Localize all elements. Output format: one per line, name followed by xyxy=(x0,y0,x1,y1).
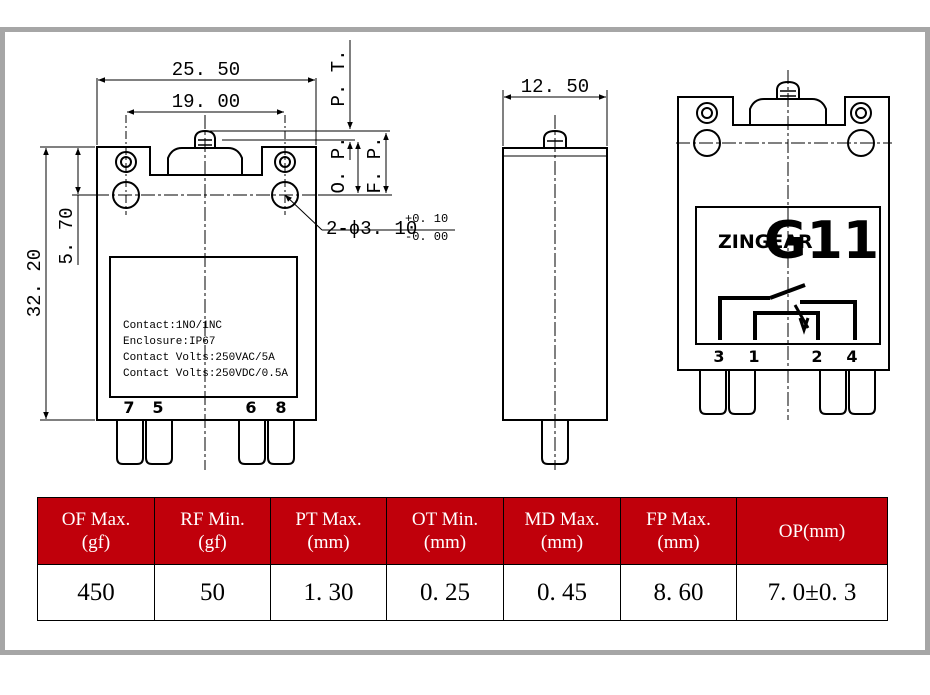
value-ot-min: 0. 25 xyxy=(386,564,504,621)
value-md-max: 0. 45 xyxy=(503,564,621,621)
front-pin-label: 6 xyxy=(245,398,256,417)
header-op: OP(mm) xyxy=(736,497,888,565)
logo-brand: ZINGEAR xyxy=(718,231,813,253)
spec-value-row: 450 50 1. 30 0. 25 0. 45 8. 60 7. 0±0. 3 xyxy=(37,564,888,621)
spec-header-row: OF Max.(gf) RF Min.(gf) PT Max.(mm) OT M… xyxy=(37,497,888,565)
header-of-max: OF Max.(gf) xyxy=(37,497,155,565)
value-of-max: 450 xyxy=(37,564,155,621)
dim-hole-tol-plus: +0. 10 xyxy=(405,212,448,226)
front-pin-label: 7 xyxy=(123,398,134,417)
frame-border xyxy=(0,27,930,655)
header-fp-max: FP Max.(mm) xyxy=(620,497,737,565)
label-line-1: Contact:1NO/1NC xyxy=(123,320,222,332)
header-pt-max: PT Max.(mm) xyxy=(270,497,387,565)
front-view xyxy=(40,40,455,470)
value-fp-max: 8. 60 xyxy=(620,564,737,621)
label-line-4: Contact Volts:250VDC/0.5A xyxy=(123,368,288,380)
back-pin-label: 1 xyxy=(748,347,759,366)
dim-thickness: 12. 50 xyxy=(521,76,589,98)
header-md-max: MD Max.(mm) xyxy=(503,497,621,565)
label-line-2: Enclosure:IP67 xyxy=(123,336,215,348)
dim-hole-offset: 5. 70 xyxy=(56,207,78,264)
frame-left xyxy=(0,27,5,655)
dim-hole-tol-minus: -0. 00 xyxy=(405,230,448,244)
back-view xyxy=(676,70,892,420)
header-ot-min: OT Min.(mm) xyxy=(386,497,504,565)
label-line-3: Contact Volts:250VAC/5A xyxy=(123,352,275,364)
dim-width-holes: 19. 00 xyxy=(172,91,240,113)
value-rf-min: 50 xyxy=(154,564,271,621)
value-op: 7. 0±0. 3 xyxy=(736,564,888,621)
spec-table: OF Max.(gf) RF Min.(gf) PT Max.(mm) OT M… xyxy=(37,497,888,621)
dim-height-total: 32. 20 xyxy=(24,249,46,317)
side-view xyxy=(502,90,608,470)
dim-hole-spec: 2-ϕ3. 10 xyxy=(326,218,417,240)
dim-pt: P. T. xyxy=(328,49,350,106)
front-pin-label: 8 xyxy=(275,398,286,417)
header-rf-min: RF Min.(gf) xyxy=(154,497,271,565)
frame-right xyxy=(925,27,930,655)
dim-op: O. P. xyxy=(328,136,350,193)
front-pin-label: 5 xyxy=(152,398,163,417)
back-pin-label: 4 xyxy=(846,347,857,366)
back-pin-label: 2 xyxy=(811,347,822,366)
back-pin-label: 3 xyxy=(713,347,724,366)
dim-width-total: 25. 50 xyxy=(172,59,240,81)
value-pt-max: 1. 30 xyxy=(270,564,387,621)
logo-model: G11 xyxy=(764,211,879,271)
dim-fp: F. P. xyxy=(364,136,386,193)
